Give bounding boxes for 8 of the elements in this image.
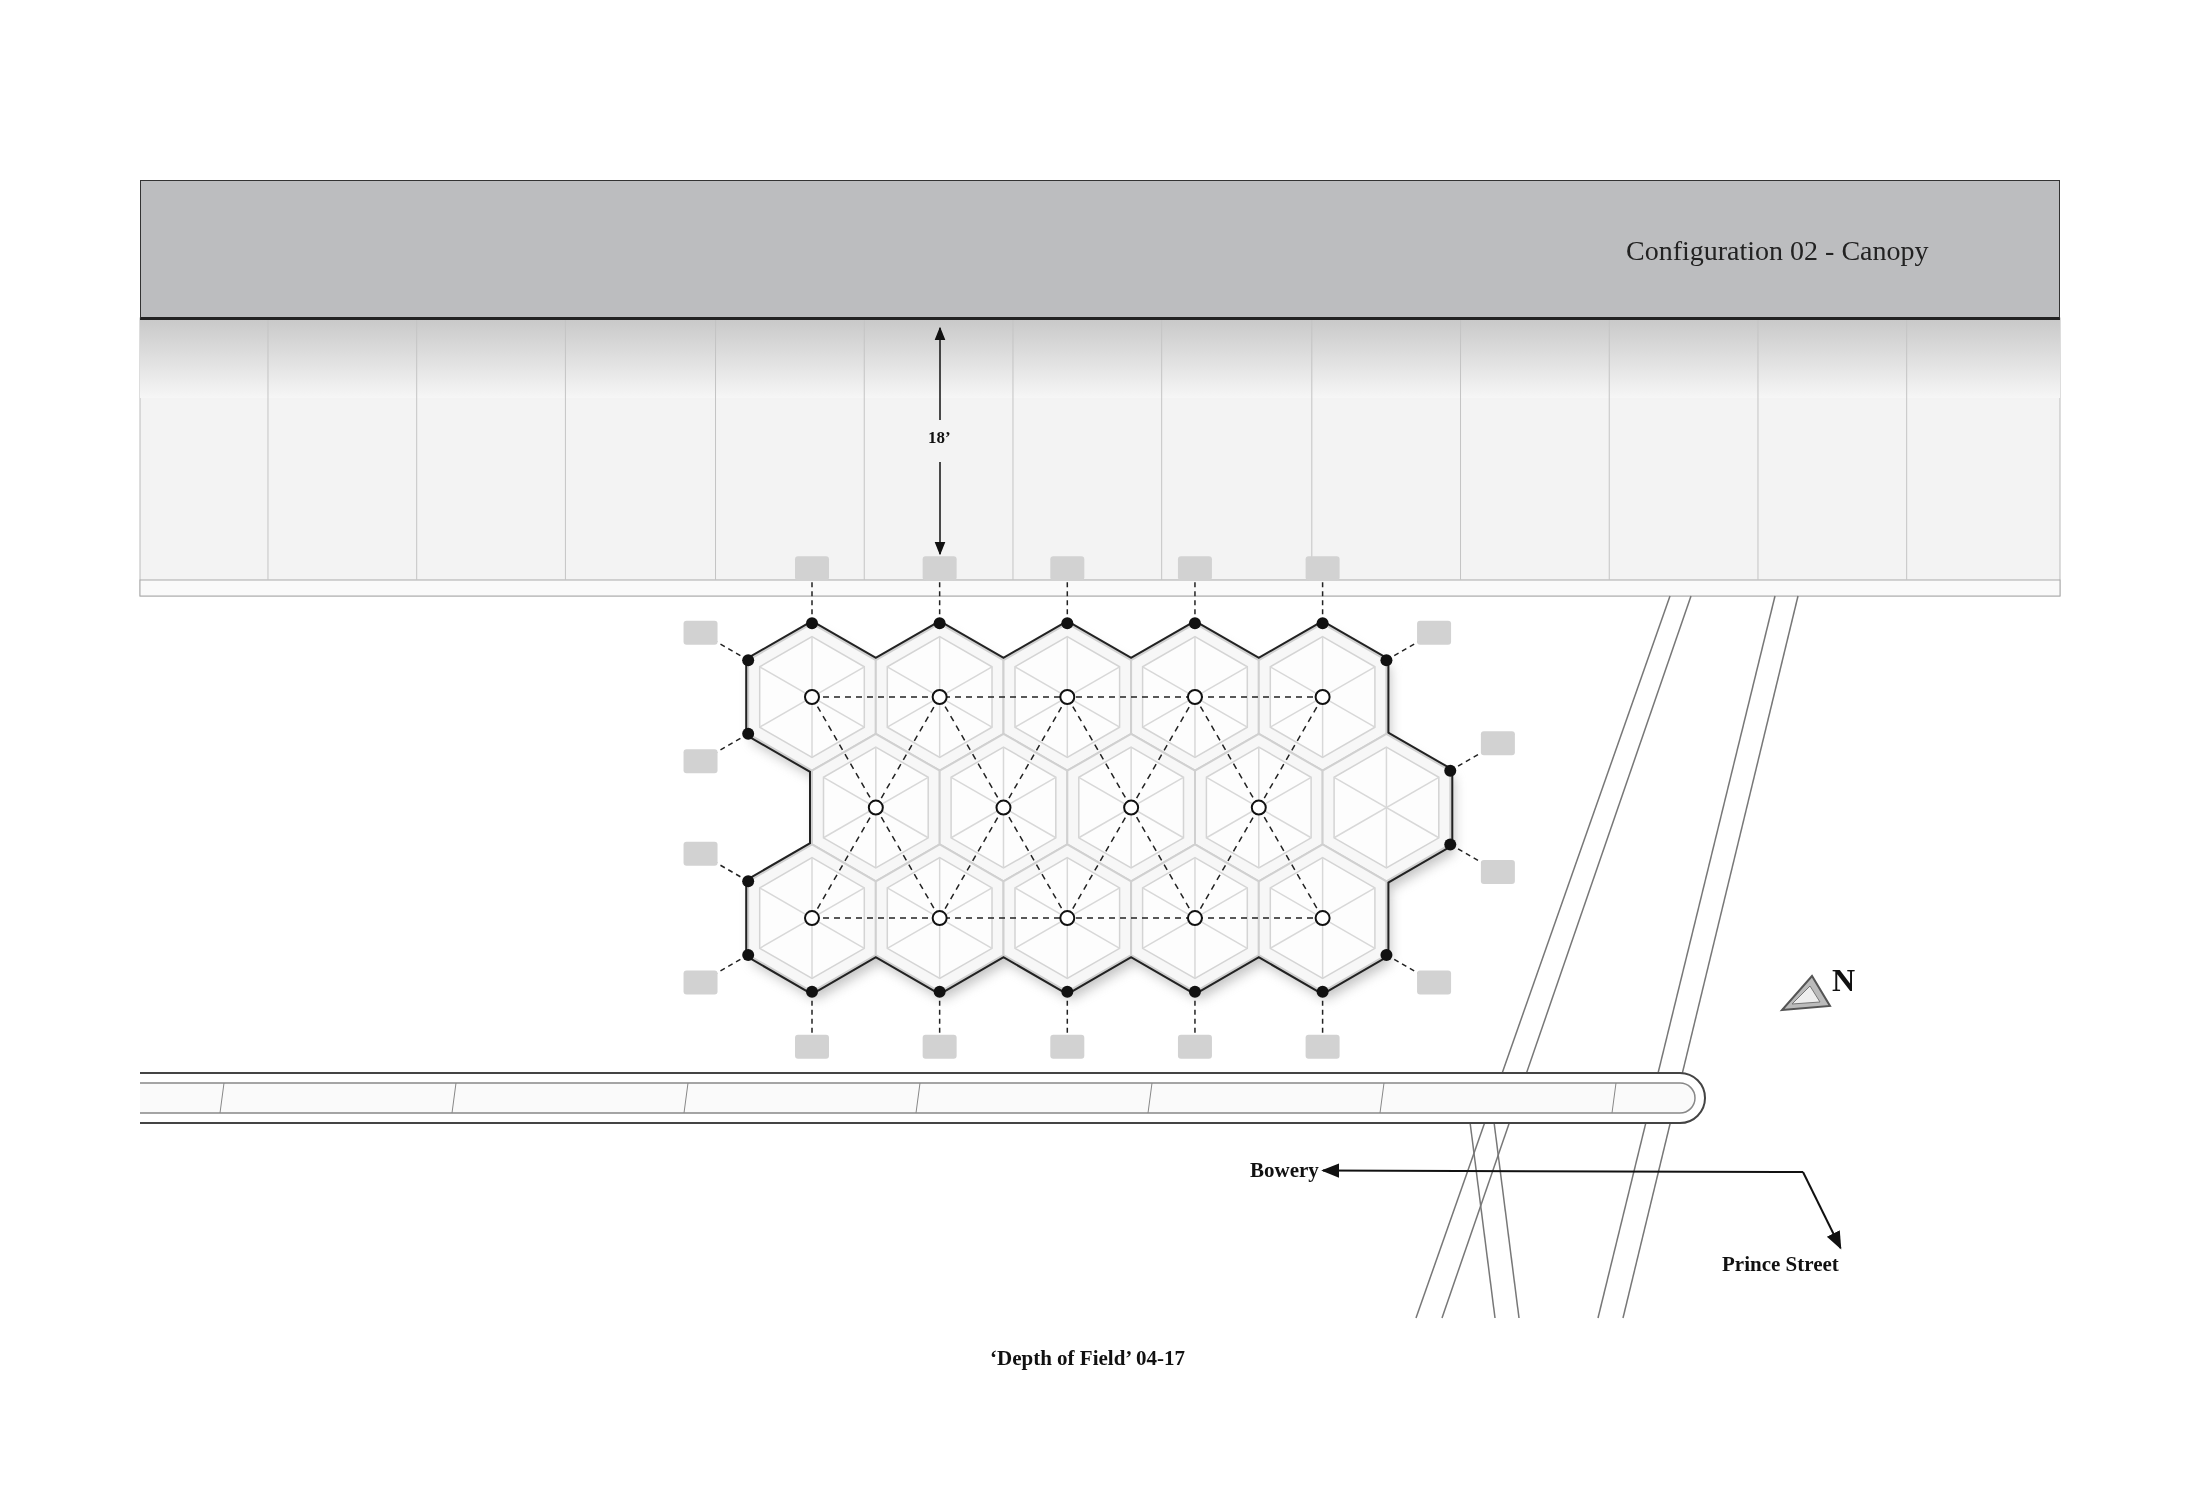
- arrow: [1802, 1171, 1842, 1250]
- street-label: Prince Street: [1722, 1252, 1839, 1277]
- caption: ‘Depth of Field’ 04-17: [990, 1346, 1185, 1371]
- north-label: N: [1832, 962, 1856, 999]
- roof-band: [140, 180, 2060, 320]
- band-title: Configuration 02 - Canopy: [1626, 235, 1929, 267]
- street-label: Bowery: [1250, 1158, 1319, 1183]
- arrow: [1321, 1163, 1804, 1178]
